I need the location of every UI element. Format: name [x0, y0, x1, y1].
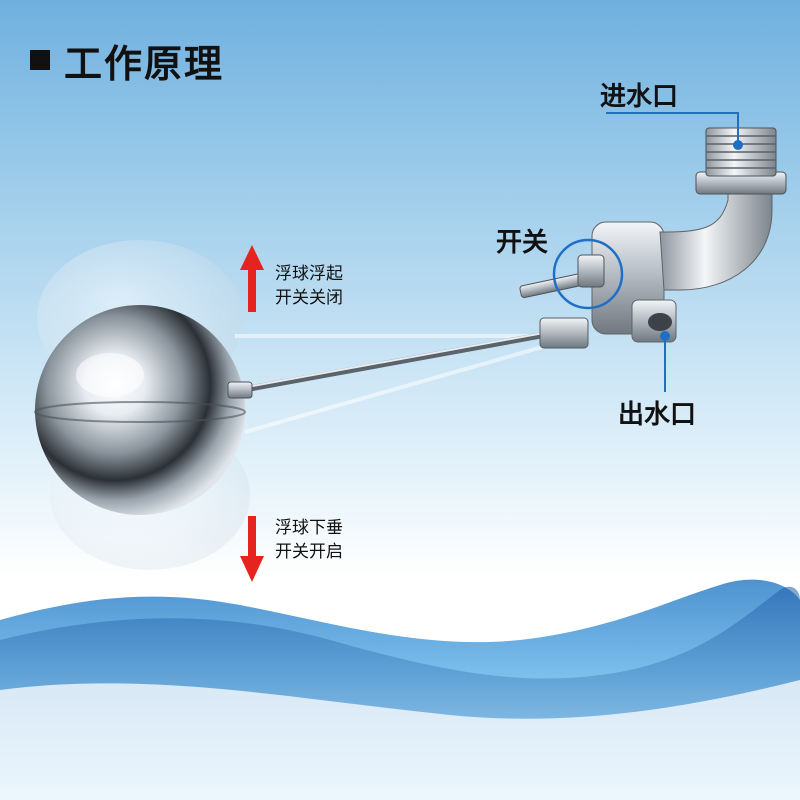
drop-line-2: 开关开启	[275, 542, 343, 562]
outlet-label: 出水口	[618, 400, 697, 430]
title-text: 工作原理	[64, 41, 225, 86]
switch-highlight-circle	[552, 238, 624, 310]
drop-line-1: 浮球下垂	[275, 518, 343, 538]
lever-rod	[233, 329, 563, 394]
stainless-float-ball	[34, 305, 253, 515]
water-wave	[0, 579, 800, 800]
page-title: 工作原理	[30, 32, 224, 88]
down-arrow-icon	[240, 516, 264, 582]
leader-lines	[552, 112, 743, 392]
up-arrow-icon	[240, 245, 264, 312]
rise-state-label: 浮球浮起 开关关闭	[275, 262, 343, 310]
drop-state-label: 浮球下垂 开关开启	[275, 516, 343, 564]
title-bullet	[30, 50, 50, 70]
valve-body	[519, 127, 787, 349]
rise-line-2: 开关关闭	[275, 288, 343, 308]
switch-label: 开关	[496, 228, 549, 258]
rise-line-1: 浮球浮起	[275, 264, 343, 284]
inlet-label: 进水口	[600, 82, 679, 112]
